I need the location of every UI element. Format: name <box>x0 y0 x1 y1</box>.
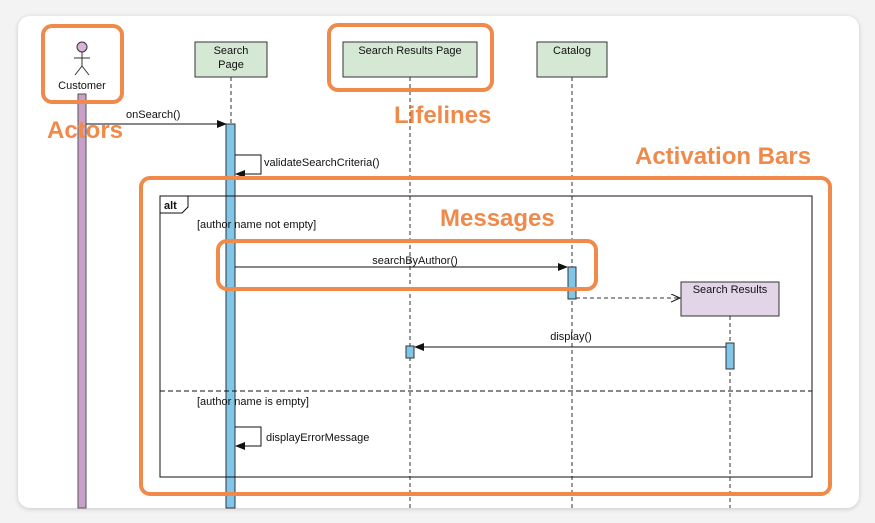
lifeline-search-page: Search Page <box>194 41 268 78</box>
message-display-error-label: displayErrorMessage <box>266 432 369 444</box>
lifeline-catalog-label: Catalog <box>553 45 591 57</box>
highlight-boxes <box>41 23 832 496</box>
highlight-lifelines <box>327 23 494 92</box>
highlight-actors <box>41 24 124 104</box>
results-page-activation-bar <box>405 345 415 359</box>
lifeline-search-results-page-label: Search Results Page <box>358 45 461 57</box>
callout-lifelines: Lifelines <box>394 102 491 129</box>
customer-activation-bar <box>77 93 87 509</box>
highlight-activation-bars <box>139 176 832 496</box>
message-validate-label: validateSearchCriteria() <box>264 157 380 169</box>
callout-activation-bars: Activation Bars <box>635 143 811 170</box>
catalog-activation-bar <box>567 266 577 300</box>
lifeline-catalog: Catalog <box>536 41 608 78</box>
message-on-search: onSearch() <box>86 109 227 128</box>
message-on-search-label: onSearch() <box>126 109 180 121</box>
search-page-activation-bar <box>225 123 236 509</box>
alt-guard-2: [author name is empty] <box>197 396 309 408</box>
lifeline-search-results-label: Search Results <box>693 284 768 296</box>
search-results-activation-bar <box>725 342 735 370</box>
lifeline-search-page-label2: Page <box>218 59 244 71</box>
lifeline-search-page-label1: Search <box>214 45 249 57</box>
lifeline-search-results: Search Results <box>680 281 780 317</box>
actor-customer-label: Customer <box>58 80 106 92</box>
highlight-messages <box>216 239 598 291</box>
alt-operator-label: alt <box>164 200 177 212</box>
alt-guard-1: [author name not empty] <box>197 219 316 231</box>
diagram-card <box>18 16 859 508</box>
callout-actors: Actors <box>47 117 123 144</box>
message-display-error: displayErrorMessage <box>235 426 369 450</box>
message-display-label: display() <box>550 331 592 343</box>
actor-head-icon <box>76 41 88 53</box>
message-validate: validateSearchCriteria() <box>235 154 380 178</box>
actor-customer: Customer <box>58 41 106 92</box>
lifeline-search-results-page: Search Results Page <box>342 41 478 78</box>
message-display: display() <box>414 331 726 351</box>
callout-messages: Messages <box>440 205 555 232</box>
message-search-by-author: searchByAuthor() <box>235 255 568 271</box>
message-search-by-author-label: searchByAuthor() <box>372 255 458 267</box>
alt-fragment: alt [author name not empty] [author name… <box>159 195 813 478</box>
